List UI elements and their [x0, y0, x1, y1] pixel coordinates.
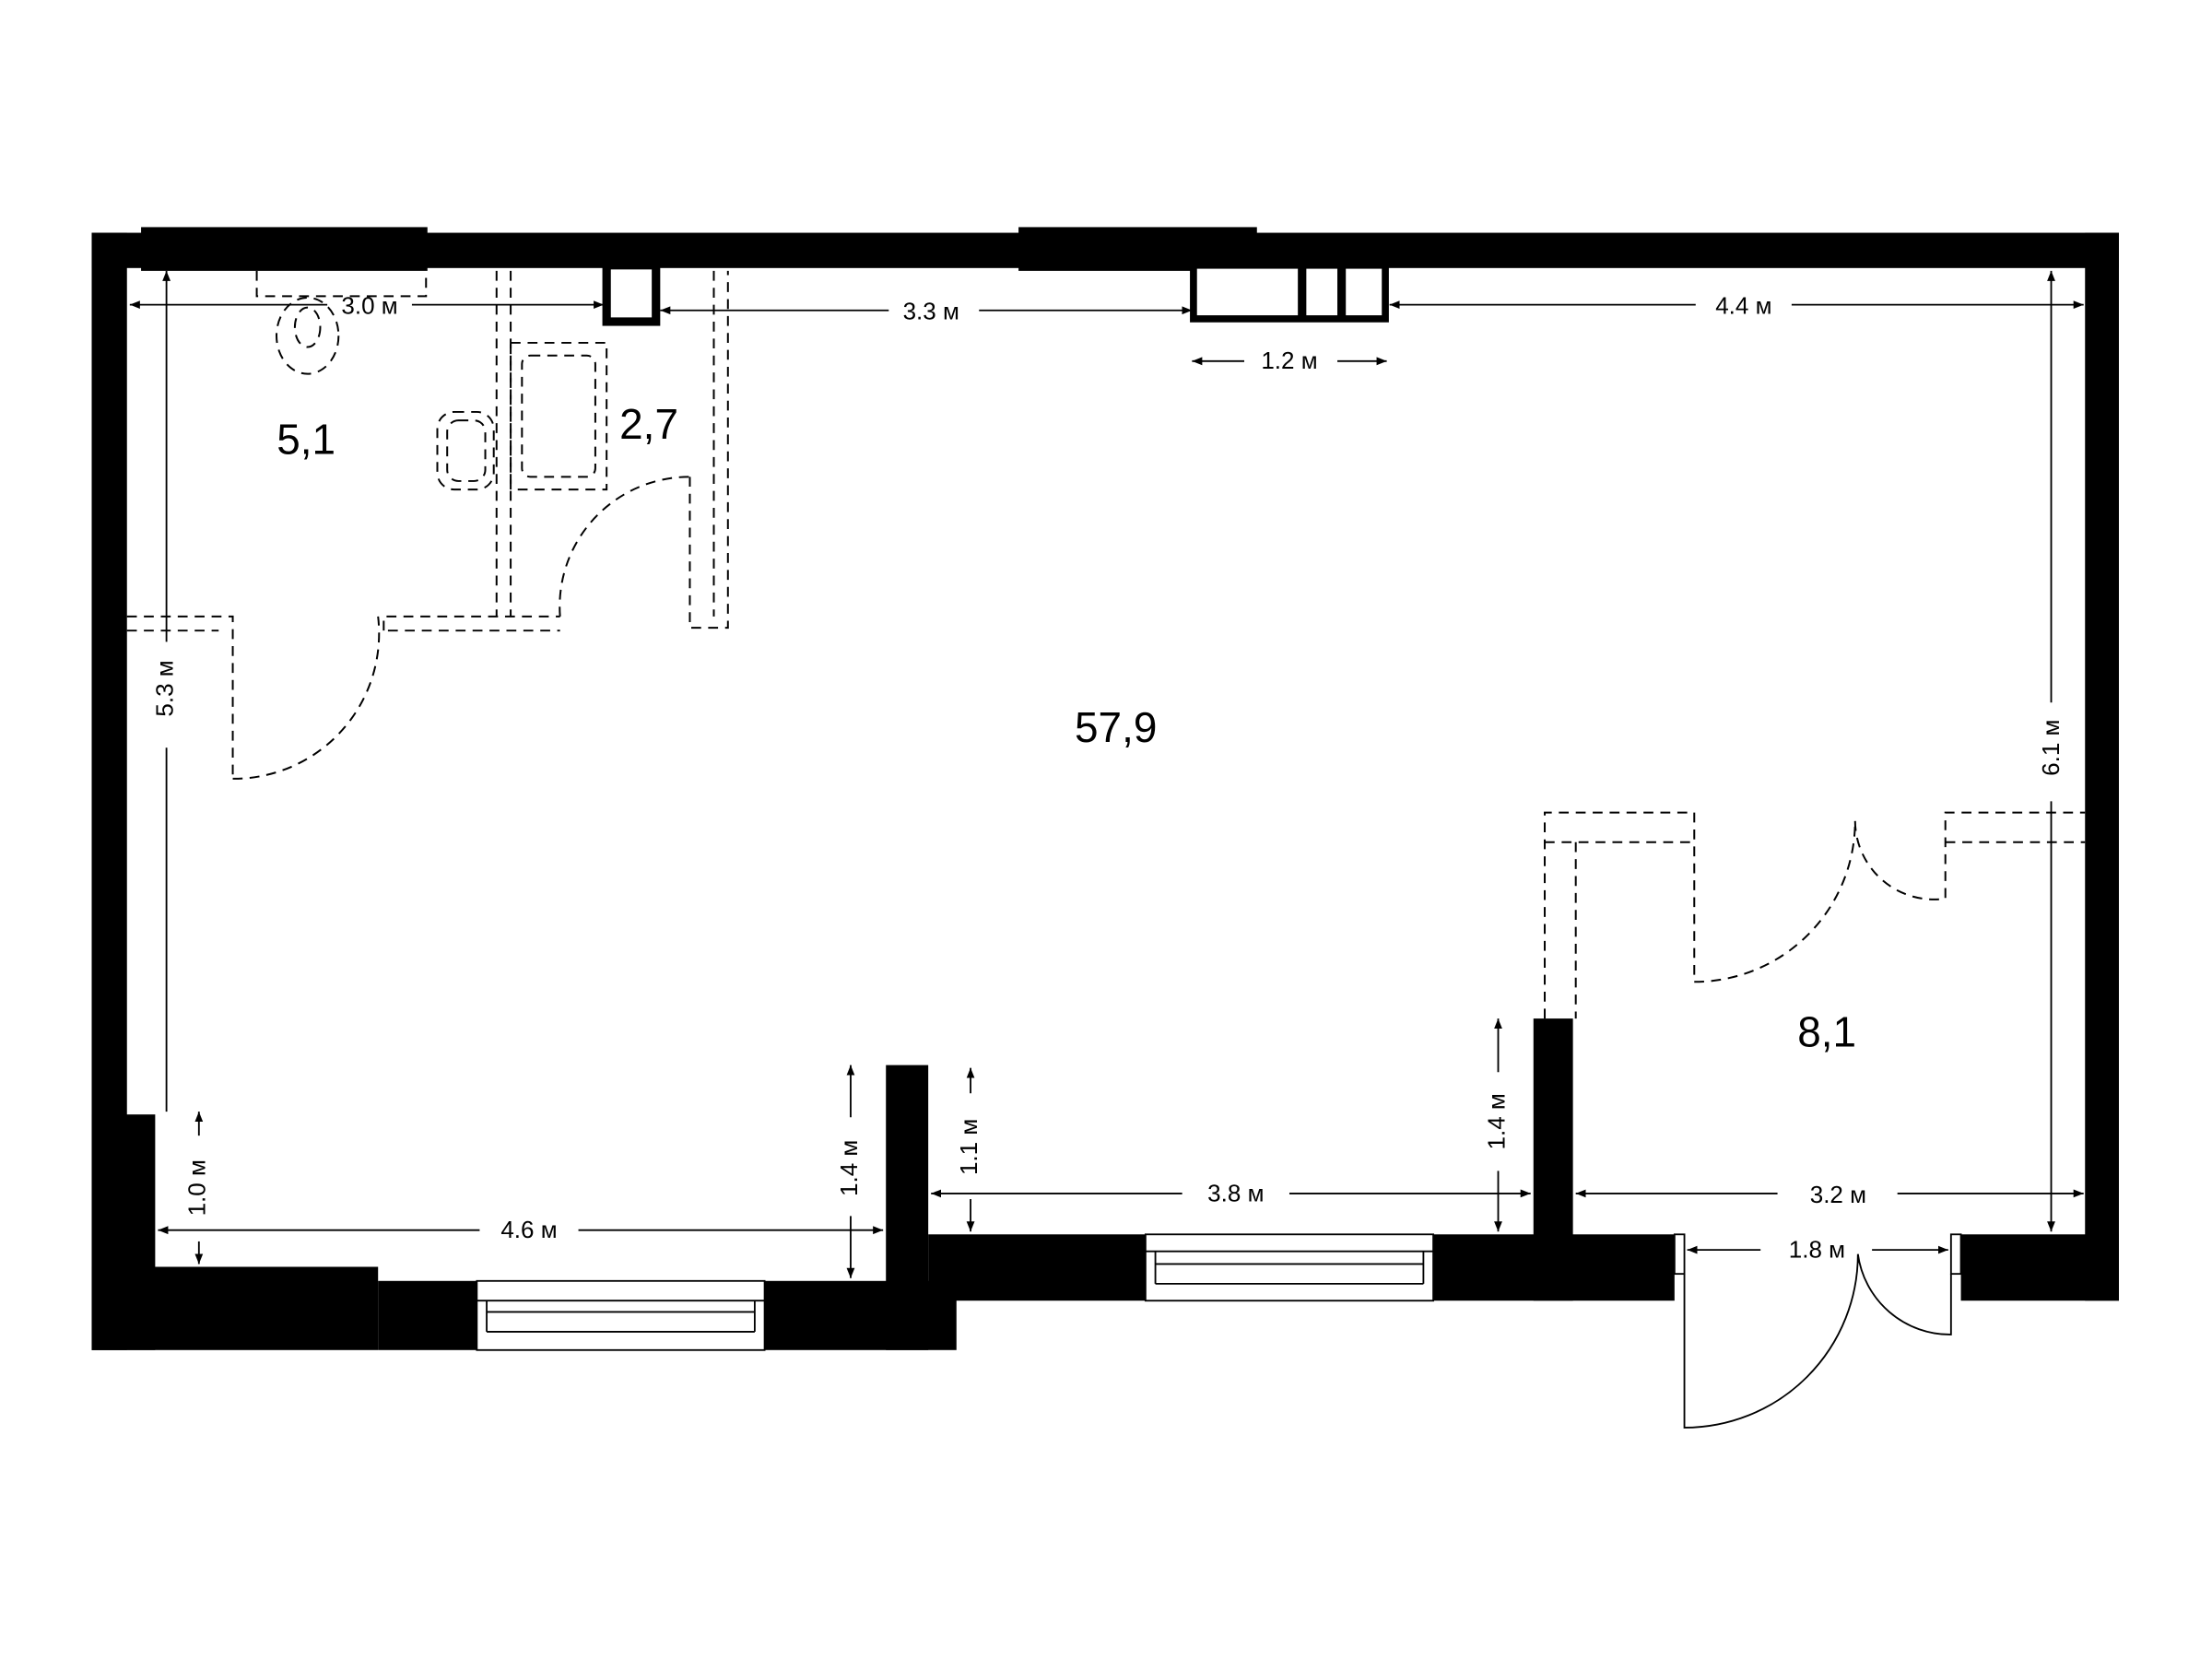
dim-column-width: 1.2 м	[1261, 347, 1317, 374]
dim-vestibule-width: 3.2 м	[1810, 1181, 1866, 1208]
dim-bottom-middle-width: 3.8 м	[1207, 1179, 1264, 1206]
entrance-door	[1673, 1233, 1962, 1429]
exterior-walls	[91, 227, 2119, 1350]
dim-entrance-door-width: 1.8 м	[1789, 1236, 1845, 1264]
dim-pillar-right-height: 1.1 м	[955, 1119, 982, 1175]
dim-left-height: 5.3 м	[150, 660, 178, 716]
room-area-bathroom: 5,1	[276, 416, 335, 464]
column-cluster	[1190, 261, 1389, 323]
bathroom-partitions	[126, 270, 729, 780]
dim-bottom-left-height: 1.0 м	[183, 1159, 211, 1216]
dim-pillar-left-height: 1.4 м	[835, 1140, 863, 1196]
room-area-main-hall: 57,9	[1075, 703, 1157, 751]
column-left	[602, 261, 661, 326]
dim-top-middle-width: 3.3 м	[903, 298, 959, 325]
dimension-lines	[129, 270, 2084, 1278]
window-bottom-left	[476, 1279, 766, 1351]
room-area-toilet: 2,7	[619, 400, 678, 448]
window-bottom-middle	[1144, 1233, 1435, 1302]
vestibule-partitions	[1544, 811, 2086, 1019]
dim-vestibule-wall-height: 1.4 м	[1482, 1093, 1510, 1149]
dim-right-height: 6.1 м	[2037, 720, 2065, 776]
room-area-vestibule: 8,1	[1797, 1008, 1856, 1056]
dim-top-left-width: 3.0 м	[341, 292, 397, 320]
dim-top-right-width: 4.4 м	[1715, 292, 1771, 320]
dim-bottom-left-width: 4.6 м	[500, 1216, 557, 1243]
